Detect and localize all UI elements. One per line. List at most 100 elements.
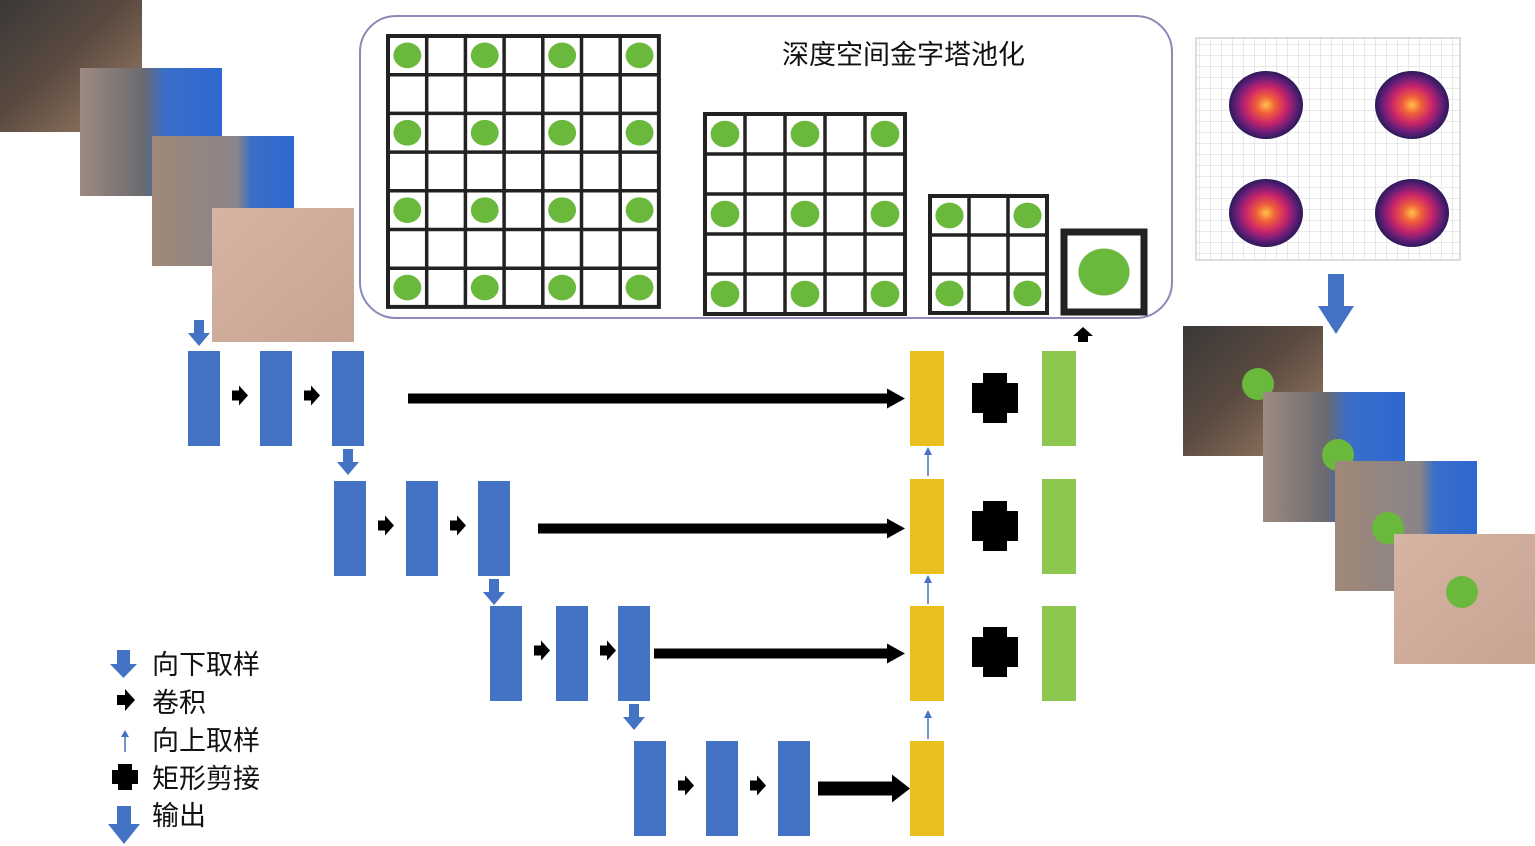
- pyramid-dot: [548, 119, 577, 146]
- decoder-block-4: [910, 741, 944, 836]
- legend-output-label: 输出: [152, 801, 206, 832]
- output-block-3: [1042, 606, 1076, 701]
- conv-arrow-icon: [450, 515, 466, 536]
- decoder-block-2: [910, 479, 944, 574]
- skip-arrow-icon: [818, 774, 910, 803]
- encoder-block-4-1: [634, 741, 666, 836]
- output-patches: [1183, 326, 1535, 664]
- downsample-arrow-icon: [337, 449, 359, 475]
- pyramid-dot: [790, 200, 820, 228]
- legend-output: 输出: [108, 801, 206, 844]
- skip-arrow-icon: [538, 518, 905, 539]
- decoder-block-3: [910, 606, 944, 701]
- legend-downsample-icon: [110, 650, 137, 678]
- upsample-arrow-icon: [924, 710, 932, 718]
- input-patches: [0, 0, 354, 342]
- encoder-block-2-1: [334, 481, 366, 576]
- spp-border: [359, 15, 1173, 319]
- pyramid-dot: [1013, 202, 1042, 229]
- upsample-arrow-icon: [924, 575, 932, 583]
- encoder-block-1-1: [188, 351, 220, 446]
- heatmap-peaks: [1229, 71, 1449, 334]
- pyramid-dot: [710, 200, 740, 228]
- pyramid-grid-1: [386, 34, 661, 309]
- pyramid-dot: [710, 280, 740, 308]
- pyramid-dot: [470, 197, 499, 223]
- legend-conv-icon: [117, 689, 135, 711]
- pyramid-dot: [548, 197, 577, 223]
- output-dot-4: [1446, 576, 1478, 608]
- pyramid-dot: [625, 274, 654, 301]
- encoder-block-3-1: [490, 606, 522, 701]
- pyramid-dot: [870, 120, 900, 148]
- pyramid-dot: [870, 280, 900, 308]
- output-block-2: [1042, 479, 1076, 574]
- spp-input-arrow-icon: [1073, 327, 1093, 342]
- legend-conv-label: 卷积: [152, 688, 206, 719]
- legend-conv: 卷积: [117, 688, 206, 719]
- encoder-block-4-2: [706, 741, 738, 836]
- pyramid-dot: [625, 42, 654, 69]
- spp-module: 深度空间金字塔池化: [359, 15, 1173, 319]
- skip-arrow-icon: [654, 643, 905, 664]
- legend-upsample: 向上取样: [121, 726, 260, 757]
- legend-crop: 矩形剪接: [112, 764, 260, 795]
- encoder-block-2-3: [478, 481, 510, 576]
- pyramid-dot: [548, 42, 577, 69]
- encoder-block-1-3: [332, 351, 364, 446]
- legend: 向下取样 卷积 向上取样 矩形剪接 输出: [108, 650, 260, 844]
- pyramid-dot: [790, 120, 820, 148]
- unet-network: [188, 320, 1093, 836]
- legend-output-icon: [108, 806, 140, 844]
- legend-upsample-label: 向上取样: [152, 726, 260, 757]
- legend-upsample-head: [121, 730, 129, 737]
- pyramid-dot: [470, 274, 499, 301]
- conv-arrow-icon: [534, 640, 550, 661]
- pyramid-dot: [625, 119, 654, 146]
- encoder-block-3-2: [556, 606, 588, 701]
- conv-arrow-icon: [600, 640, 616, 661]
- pyramid-dot: [870, 200, 900, 228]
- encoder-block-1-2: [260, 351, 292, 446]
- legend-downsample-label: 向下取样: [152, 650, 260, 681]
- conv-arrow-icon: [678, 775, 694, 796]
- pyramid-dot: [470, 119, 499, 146]
- output-block-1: [1042, 351, 1076, 446]
- downsample-arrow-icon: [483, 579, 505, 605]
- conv-arrow-icon: [304, 385, 320, 406]
- upsample-arrow-icon: [924, 447, 932, 455]
- pyramid-dot: [393, 197, 422, 223]
- heatmap-panel: [1195, 37, 1461, 334]
- pyramid-dot: [935, 280, 964, 307]
- pyramid-dot: [625, 197, 654, 223]
- crop-icon: [972, 627, 1018, 677]
- pyramid-dot: [393, 119, 422, 146]
- heatmap-peak-4: [1375, 179, 1449, 247]
- pyramid-grid-frame: [386, 34, 661, 309]
- crop-icon: [972, 373, 1018, 423]
- pyramid-dot: [1013, 280, 1042, 307]
- heatmap-peak-1: [1229, 71, 1303, 139]
- conv-arrow-icon: [378, 515, 394, 536]
- legend-downsample: 向下取样: [110, 650, 260, 681]
- decoder-block-1: [910, 351, 944, 446]
- encoder-block-3-3: [618, 606, 650, 701]
- pyramid-dot: [548, 274, 577, 301]
- pyramid-dot: [1078, 248, 1130, 296]
- pyramid-dot: [790, 280, 820, 308]
- crop-icon: [972, 501, 1018, 551]
- pyramid-dot: [470, 42, 499, 69]
- legend-crop-label: 矩形剪接: [152, 764, 260, 795]
- downsample-arrow-icon: [623, 704, 645, 730]
- pyramid-dot: [393, 274, 422, 301]
- downsample-arrow-icon: [188, 320, 210, 346]
- encoder-block-4-3: [778, 741, 810, 836]
- legend-crop-icon: [112, 764, 138, 790]
- conv-arrow-icon: [232, 385, 248, 406]
- output-arrow-icon: [1318, 274, 1354, 334]
- pyramid-grids: [386, 34, 1148, 316]
- encoder-block-2-2: [406, 481, 438, 576]
- heatmap-peak-3: [1229, 179, 1303, 247]
- pyramid-grid-3: [928, 194, 1049, 315]
